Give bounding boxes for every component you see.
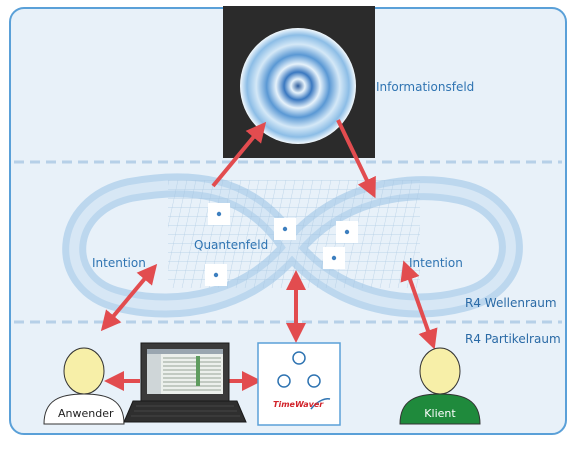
quantum-point — [205, 264, 227, 286]
quantum-points — [205, 203, 358, 286]
label-informationsfeld: Informationsfeld — [376, 80, 475, 94]
person-icon — [43, 347, 125, 425]
timewaver-logo-text: TimeWaver — [273, 400, 324, 409]
person-icon — [399, 347, 481, 425]
laptop-icon — [123, 342, 247, 423]
label-klient: Klient — [424, 407, 456, 420]
quantum-point — [274, 218, 296, 240]
label-intention-right: Intention — [409, 256, 463, 270]
quantum-point — [323, 247, 345, 269]
timewaver-device-icon — [257, 342, 341, 426]
radial-wave-icon — [240, 28, 356, 144]
quantum-point — [208, 203, 230, 225]
label-partikelraum: R4 Partikelraum — [465, 332, 561, 346]
arrow-from-informationsfeld — [336, 119, 376, 199]
quantum-point — [336, 221, 358, 243]
label-intention-left: Intention — [92, 256, 146, 270]
label-wellenraum: R4 Wellenraum — [465, 296, 557, 310]
arrows — [100, 119, 438, 391]
label-anwender: Anwender — [58, 407, 114, 420]
arrow-to-informationsfeld — [211, 121, 267, 188]
arrow-intention-left — [100, 263, 158, 332]
label-quantenfeld: Quantenfeld — [194, 238, 269, 252]
arrow-intention-right — [400, 260, 438, 350]
